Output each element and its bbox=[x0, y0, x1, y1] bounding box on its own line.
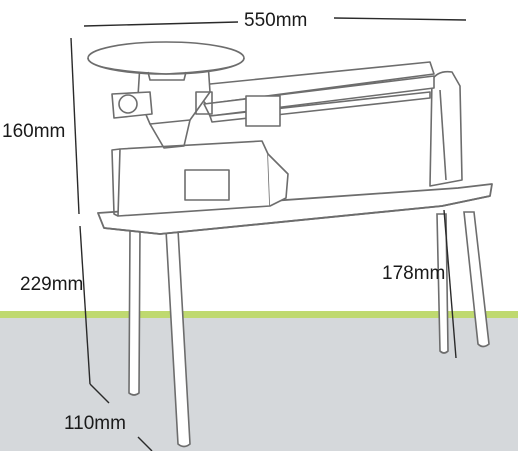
leg-height-line bbox=[79, 225, 91, 385]
right-leg-label: 178mm bbox=[382, 263, 446, 284]
width-label: 550mm bbox=[240, 11, 312, 30]
depth-line-left bbox=[89, 383, 110, 404]
table-legs bbox=[128, 211, 490, 448]
table-board bbox=[97, 183, 493, 235]
depth-line-right bbox=[137, 436, 153, 451]
floor bbox=[0, 316, 518, 451]
triple-beam-balance bbox=[87, 41, 463, 217]
floor-edge bbox=[0, 311, 518, 318]
top-height-label: 160mm bbox=[2, 121, 66, 142]
leg-height-label: 229mm bbox=[20, 274, 84, 295]
width-line-right bbox=[333, 17, 467, 21]
depth-label: 110mm bbox=[64, 413, 126, 434]
dimension-lines bbox=[70, 17, 467, 451]
width-line-left bbox=[83, 21, 239, 27]
right-leg-line bbox=[443, 209, 457, 359]
top-height-line bbox=[70, 37, 80, 215]
